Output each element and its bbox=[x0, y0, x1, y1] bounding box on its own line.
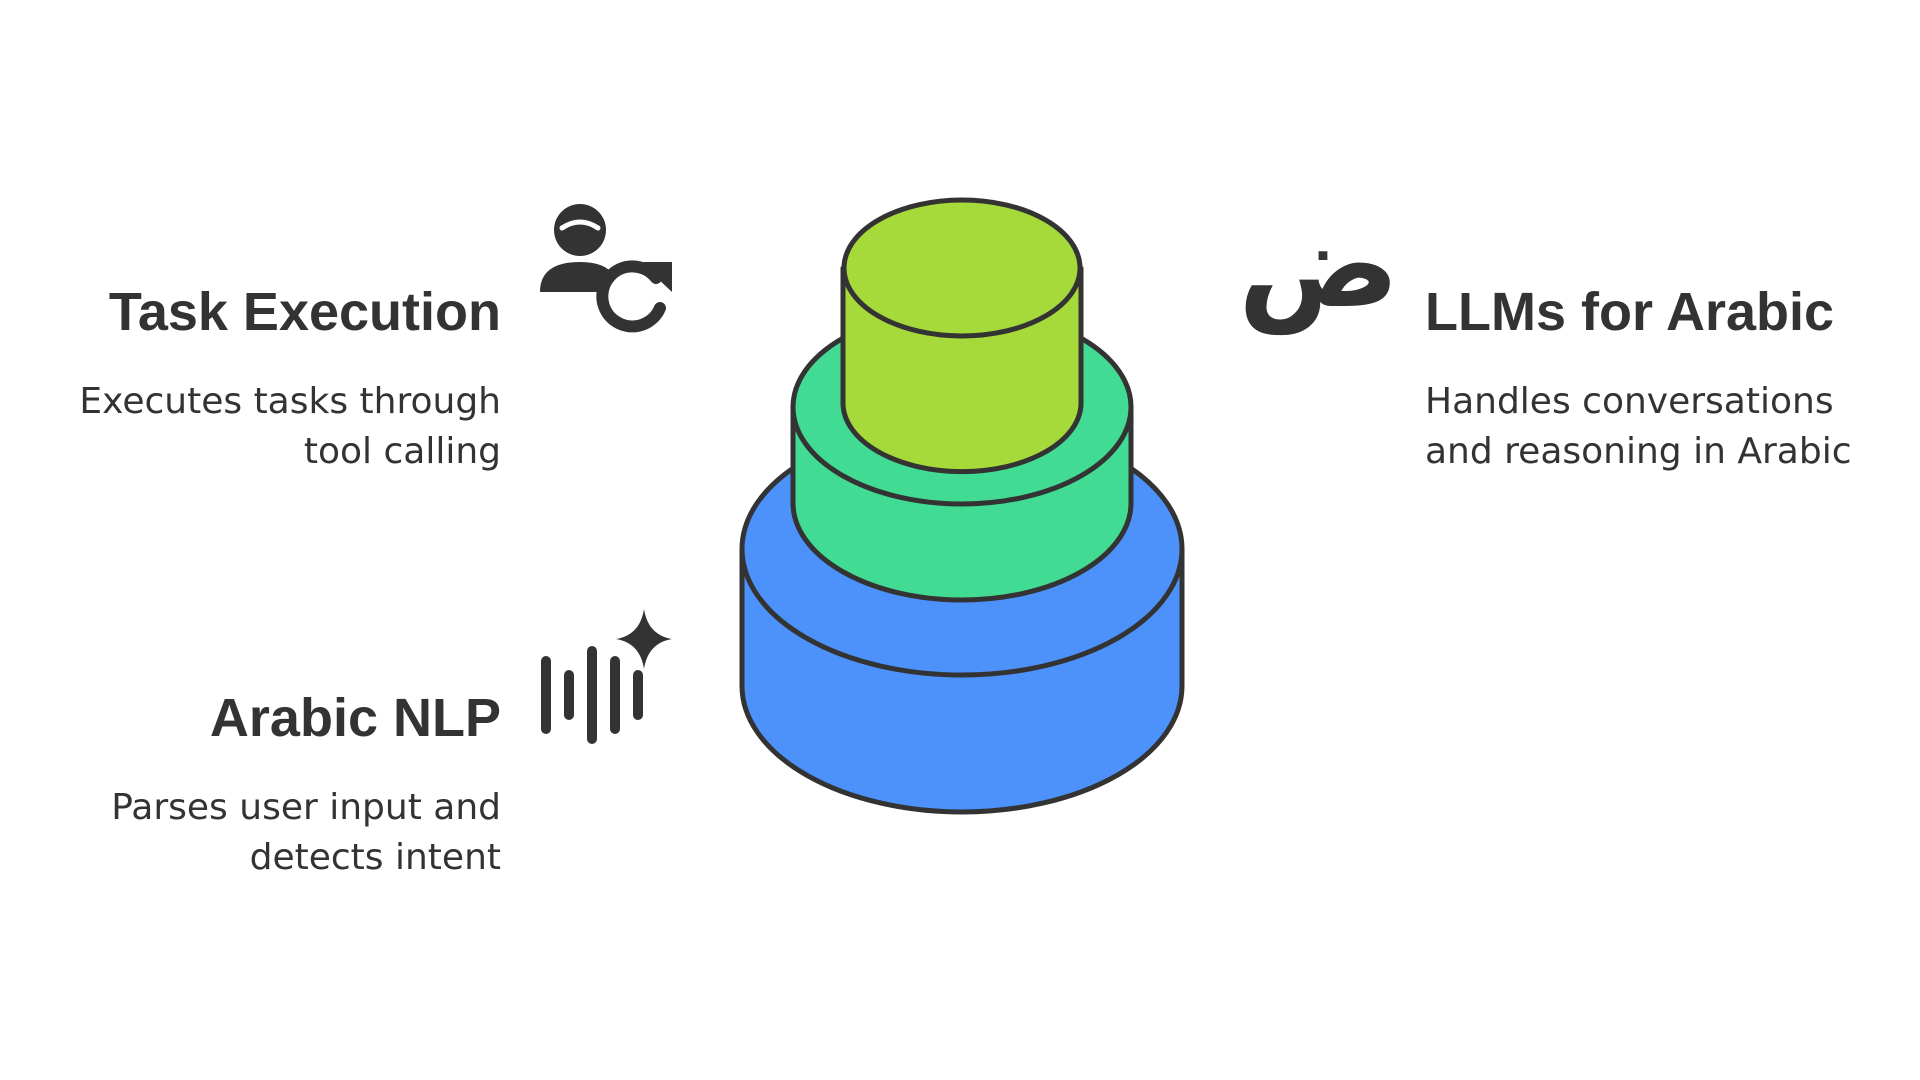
task-execution-title: Task Execution bbox=[108, 282, 501, 342]
description-line: Handles conversations bbox=[1425, 381, 1834, 422]
user-refresh-icon bbox=[540, 204, 672, 333]
task-execution-description: Executes tasks through tool calling bbox=[79, 377, 501, 477]
description-line: detects intent bbox=[249, 837, 501, 878]
description-line: and reasoning in Arabic bbox=[1425, 431, 1852, 472]
cylinder-llms-for-arabic bbox=[840, 197, 1084, 475]
voice-sparkle-icon bbox=[541, 609, 672, 744]
arabic-letter-dad-icon: ض bbox=[1238, 196, 1400, 335]
description-line: Parses user input and bbox=[111, 787, 501, 828]
arabic-nlp-title: Arabic NLP bbox=[209, 688, 501, 748]
llms-for-arabic-description: Handles conversations and reasoning in A… bbox=[1425, 377, 1852, 477]
arabic-nlp-description: Parses user input and detects intent bbox=[111, 783, 501, 883]
llms-for-arabic-title: LLMs for Arabic bbox=[1425, 282, 1835, 342]
description-line: tool calling bbox=[303, 431, 501, 472]
description-line: Executes tasks through bbox=[79, 381, 501, 422]
